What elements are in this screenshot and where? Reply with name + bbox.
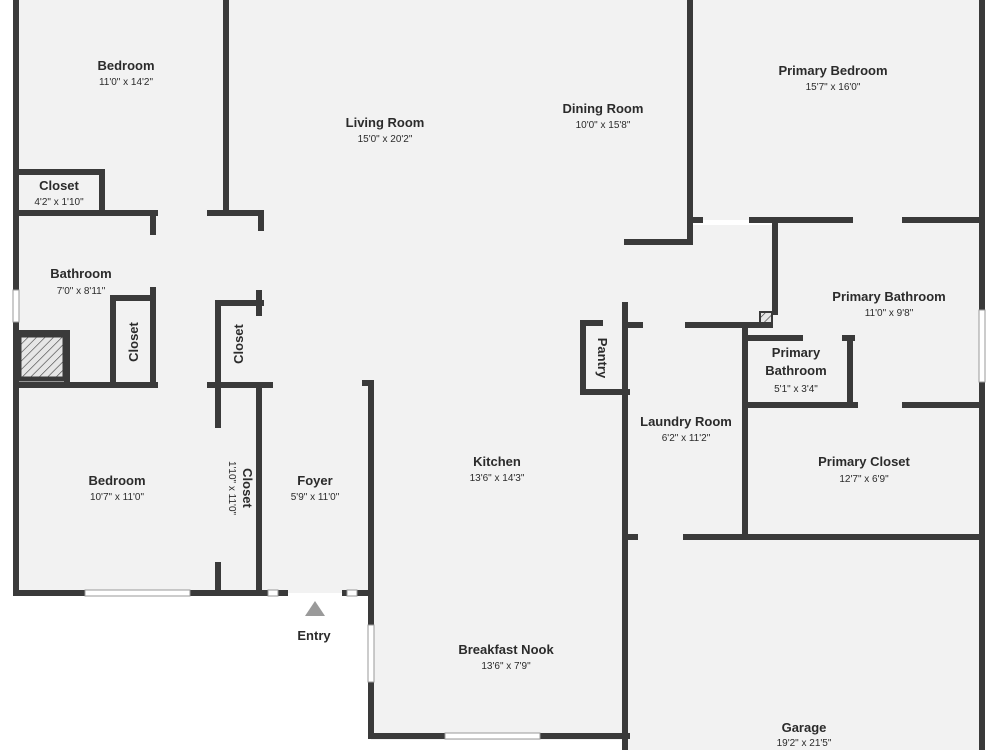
- room-name-primary-bathroom-small-line2: Bathroom: [765, 363, 826, 378]
- room-dim-kitchen: 13'6" x 14'3": [470, 473, 525, 484]
- room-dim-primary-bathroom-main: 11'0" x 9'8": [865, 308, 914, 319]
- room-name-bathroom: Bathroom: [50, 266, 111, 281]
- room-dim-closet-bedroom: 1'10" x 11'0": [226, 461, 237, 516]
- room-name-dining-room: Dining Room: [563, 101, 644, 116]
- walls: [13, 0, 985, 750]
- room-dim-closet-top-left: 4'2" x 1'10": [34, 197, 84, 208]
- room-dim-bedroom-top-left: 11'0" x 14'2": [99, 77, 154, 88]
- room-dim-bedroom-bottom-left: 10'7" x 11'0": [90, 492, 145, 503]
- room-dim-primary-bathroom-small: 5'1" x 3'4": [774, 384, 818, 395]
- room-name-garage: Garage: [782, 720, 827, 735]
- room-name-bedroom-top-left: Bedroom: [97, 58, 154, 73]
- room-dim-primary-bedroom: 15'7" x 16'0": [806, 82, 861, 93]
- room-dim-dining-room: 10'0" x 15'8": [576, 120, 631, 131]
- room-dim-garage: 19'2" x 21'5": [777, 738, 832, 749]
- room-name-laundry-room: Laundry Room: [640, 414, 732, 429]
- floor-fills: [16, 0, 982, 750]
- room-dim-living-room: 15'0" x 20'2": [358, 134, 413, 145]
- room-name-primary-bathroom-main: Primary Bathroom: [832, 289, 945, 304]
- room-labels: Bedroom 11'0" x 14'2" Closet 4'2" x 1'10…: [34, 58, 945, 749]
- room-name-closet-bedroom: Closet: [240, 468, 255, 508]
- windows: [12, 289, 986, 740]
- room-name-pantry: Pantry: [595, 338, 610, 379]
- room-name-primary-bathroom-small-line1: Primary: [772, 345, 821, 360]
- entry-label: Entry: [297, 628, 331, 643]
- room-dim-breakfast-nook: 13'6" x 7'9": [481, 661, 531, 672]
- room-name-closet-top-left: Closet: [39, 178, 79, 193]
- room-dim-bathroom: 7'0" x 8'11": [57, 286, 106, 297]
- room-dim-foyer: 5'9" x 11'0": [291, 492, 340, 503]
- room-dim-primary-closet: 12'7" x 6'9": [839, 474, 889, 485]
- room-name-foyer: Foyer: [297, 473, 332, 488]
- room-name-breakfast-nook: Breakfast Nook: [458, 642, 554, 657]
- entry-arrow-icon: [305, 601, 325, 616]
- room-name-living-room: Living Room: [346, 115, 425, 130]
- room-name-kitchen: Kitchen: [473, 454, 521, 469]
- room-name-closet-hall-a: Closet: [126, 321, 141, 361]
- room-name-primary-bedroom: Primary Bedroom: [778, 63, 887, 78]
- room-name-closet-hall-b: Closet: [231, 323, 246, 363]
- room-name-bedroom-bottom-left: Bedroom: [88, 473, 145, 488]
- room-name-primary-closet: Primary Closet: [818, 454, 910, 469]
- room-dim-laundry-room: 6'2" x 11'2": [662, 433, 711, 444]
